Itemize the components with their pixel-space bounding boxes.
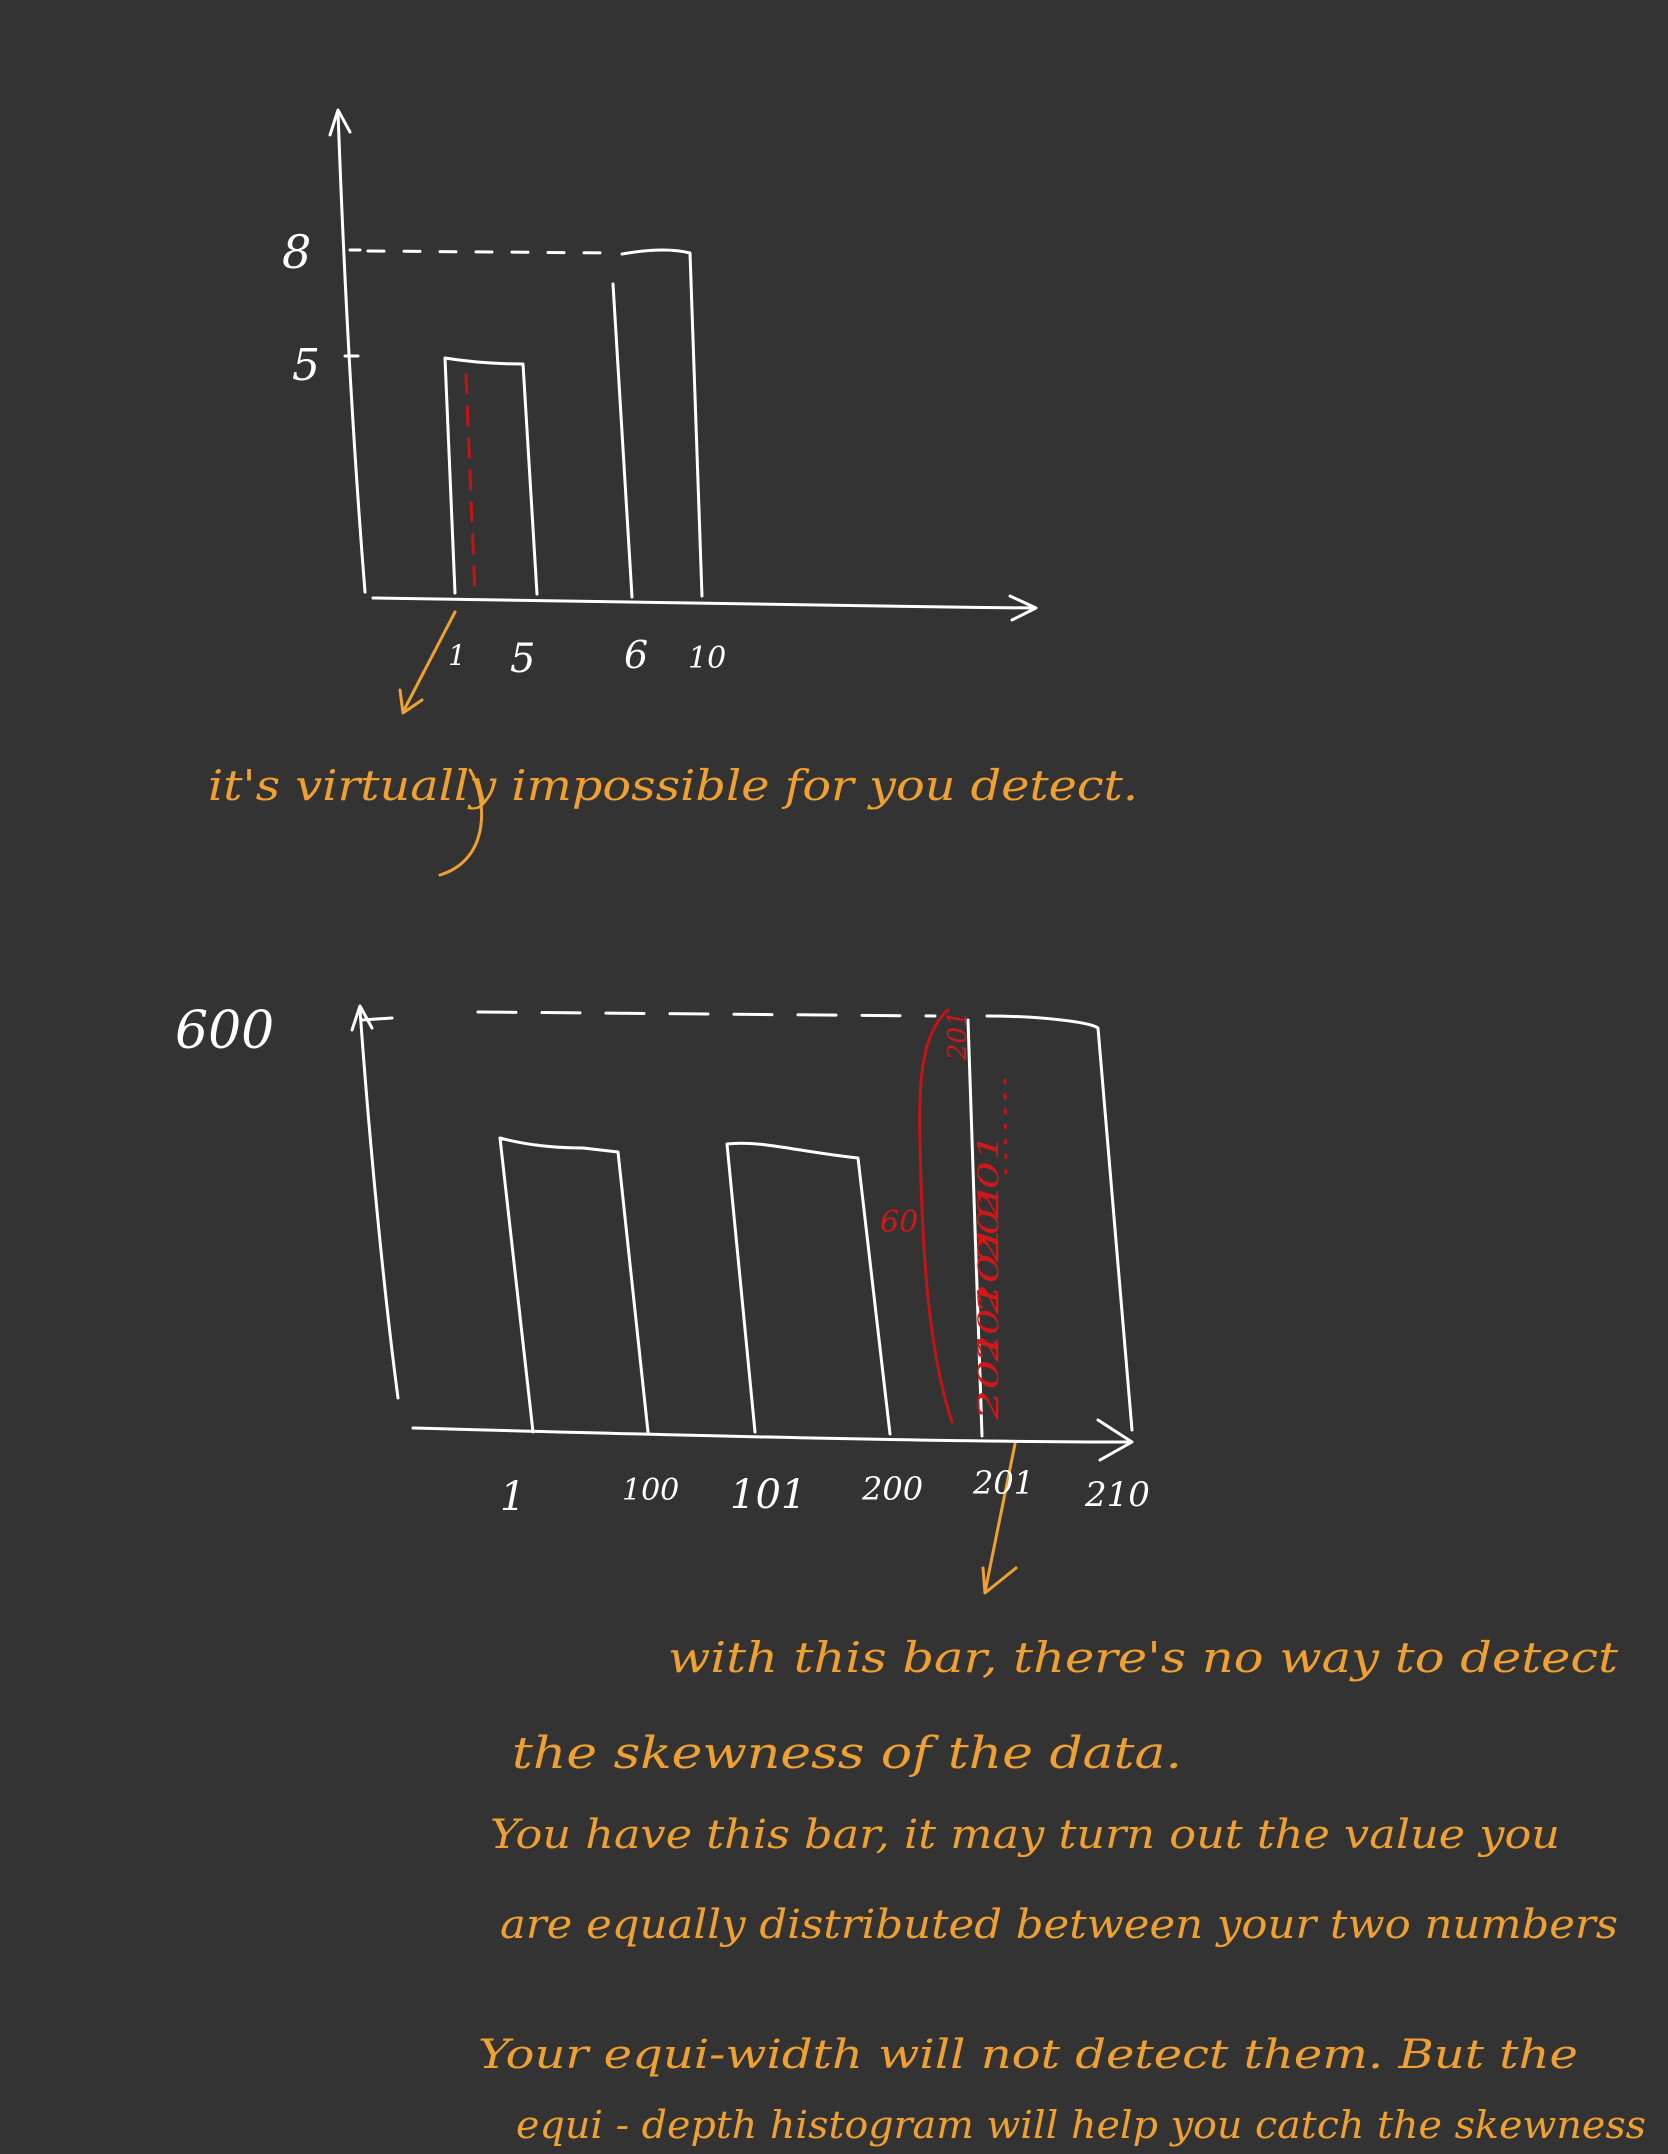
red-value: 201 [973,1282,1005,1363]
top-x-axis-arrowhead [1008,594,1038,622]
bottom-histogram [350,1004,1134,1595]
top-orange-arrowhead [398,688,424,715]
bottom-note-line-6: equi - depth histogram will help you cat… [516,2103,1646,2147]
red-bracket [918,1008,954,1424]
bottom-guide-600 [476,1010,937,1018]
bottom-x-label-201: 201 [972,1464,1034,1502]
top-x-label-1: 1 [448,639,466,672]
red-value: 201 [973,1182,1005,1263]
top-x-label-5: 5 [510,636,535,682]
top-orange-arrow [401,610,457,714]
bottom-note-line-2: the skewness of the data. [512,1728,1182,1779]
red-value: 201 [973,1223,1005,1315]
top-x-label-10: 10 [688,641,726,676]
top-guide-8 [366,249,617,255]
bottom-x-label-210: 210 [1084,1475,1150,1515]
bottom-note-line-4: are equally distributed between your two… [500,1902,1618,1948]
bottom-x-label-1: 1 [500,1474,525,1520]
bottom-y-label-600: 600 [175,1001,274,1061]
bottom-note-line-1: with this bar, there's no way to detect [668,1633,1618,1682]
red-value: 201 [972,1133,1005,1220]
top-histogram [328,108,1038,877]
bottom-bar-101-200 [725,1141,892,1436]
red-value-top: 201 [943,1010,973,1061]
bottom-y-tick-600 [360,1016,394,1022]
top-bar-red-line [464,373,477,597]
bottom-bar-201-210 [966,1014,1134,1438]
top-y-label-8: 8 [282,225,311,279]
bottom-x-label-200: 200 [861,1470,923,1508]
top-orange-swash [438,768,484,877]
top-x-axis [371,596,1037,610]
red-value: 201 [973,1329,1005,1421]
bottom-x-axis-arrowhead [1096,1418,1134,1462]
bottom-x-axis [411,1426,1130,1444]
bottom-orange-arrowhead [981,1566,1018,1595]
bottom-x-label-101: 101 [730,1472,806,1518]
red-bracket-label: 60 [880,1205,918,1240]
bottom-orange-arrow [983,1442,1017,1594]
top-bar-6-10 [611,248,704,599]
bottom-x-label-100: 100 [622,1473,679,1508]
top-bar-1-5 [443,356,539,596]
top-y-axis [336,110,367,594]
bottom-note-line-5: Your equi-width will not detect them. Bu… [478,2032,1578,2078]
bottom-bar-1-100 [498,1136,650,1434]
bottom-y-axis [358,1008,400,1400]
top-note: it's virtually impossible for you detect… [208,761,1138,810]
red-dots [1003,1078,1008,1182]
top-y-axis-arrowhead [328,108,352,137]
top-y-label-5: 5 [292,340,320,391]
bottom-note-line-3: You have this bar, it may turn out the v… [490,1812,1560,1858]
top-x-label-6: 6 [624,633,648,677]
